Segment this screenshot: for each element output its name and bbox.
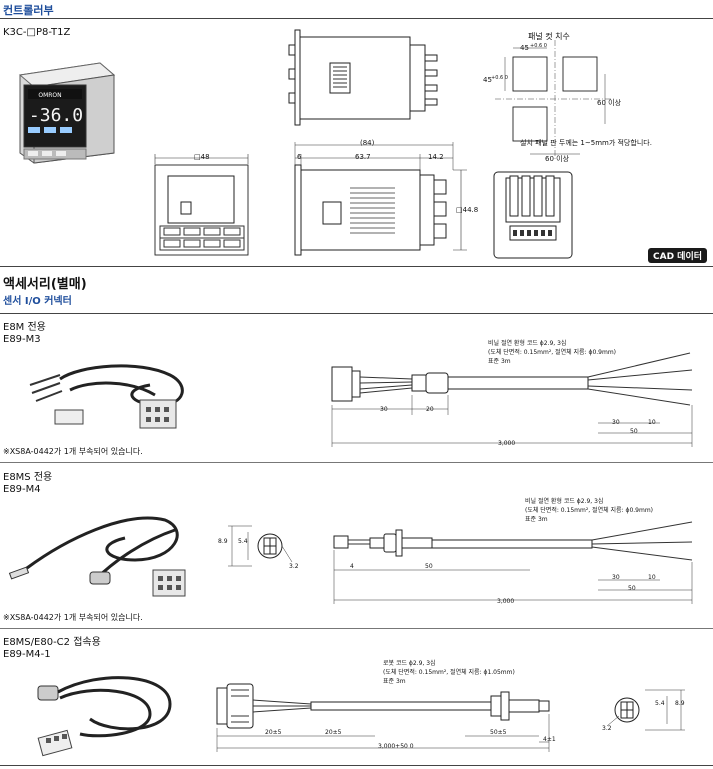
item2-dim-a: 4 [350,563,354,570]
item2-end-view [228,525,293,567]
item1-footnote: ※XS8A-0442가 1개 부속되어 있습니다. [3,447,143,456]
controller-photo: OMRON -36.0 [18,62,116,164]
controller-section-title: 컨트롤러부 [3,4,54,17]
item3-cable-note-line1: 로봇 코드 ϕ2.9, 3심 [383,660,436,667]
item3-photo [37,676,172,757]
panel-thickness-note: 설치 패널 판 두께는 1~5mm가 적당합니다. [520,139,652,147]
front-view-drawing [154,154,249,256]
panel-cut-height-tol: +0.6 0 [491,75,508,81]
item3-dim-b: 20±5 [325,729,342,736]
panel-gap-vertical: 60 이상 [597,99,622,107]
accessory-section-title: 액세서리(별매) [3,277,87,292]
panel-cut-width-tol: +0.6 0 [530,43,547,49]
cad-data-badge[interactable]: CAD 데이터 [648,248,708,263]
item1-dim-total: 3,000 [498,440,516,447]
item1-drawing [331,352,693,447]
item1-dim-b: 20 [426,406,434,413]
item2-end-s: 3.2 [289,563,299,570]
item2-cable-note-line2: (도체 단면적: 0.15mm², 절연체 지름: ϕ0.9mm) [525,507,654,514]
item2-usage: E8MS 전용 [3,472,53,483]
side-dim-total: (84) [360,139,375,147]
item1-cable-note-line2: (도체 단면적: 0.15mm², 절연체 지름: ϕ0.9mm) [488,349,617,356]
panel-cut-height: 45 [483,76,492,84]
item1-dim-a: 30 [380,406,388,413]
item1-dim-e: 50 [630,428,638,435]
top-view-drawing [288,29,438,126]
item2-drawing [333,521,693,604]
item2-dim-d: 10 [648,574,656,581]
item2-dim-e: 50 [628,585,636,592]
item2-cable-note-line3: 표준 3m [525,516,548,523]
item3-end-view [606,689,685,731]
item3-end-height: 8.9 [675,700,685,707]
item3-end-width: 5.4 [655,700,665,707]
item2-dim-b: 50 [425,563,433,570]
item3-dim-a: 20±5 [265,729,282,736]
accessory-section-subtitle: 센서 I/O 커넥터 [3,296,72,307]
item2-footnote: ※XS8A-0442가 1개 부속되어 있습니다. [3,613,143,622]
item3-cable-note-line3: 표준 3m [383,678,406,685]
brand-logo: OMRON [38,92,61,99]
panel-cut-title: 패널 컷 치수 [528,32,570,41]
item1-cable-note-line3: 표준 3m [488,358,511,365]
item3-dim-d: 4±1 [543,736,556,743]
item2-end-width: 5.4 [238,538,248,545]
panel-gap-horizontal: 60 이상 [545,155,570,163]
item1-dim-c: 30 [612,419,620,426]
item2-end-height: 8.9 [218,538,228,545]
item1-dim-d: 10 [648,419,656,426]
item2-dim-total: 3,000 [497,598,515,605]
display-readout: -36.0 [29,105,83,126]
item3-drawing [216,683,550,752]
item3-dim-c: 50±5 [490,729,507,736]
item1-cable-note-line1: 비닐 절연 환형 코드 ϕ2.9, 3심 [488,340,567,347]
item2-photo [8,516,186,597]
panel-cut-drawing [495,40,615,160]
item3-usage: E8MS/E80-C2 접속용 [3,637,101,648]
item2-cable-note-line1: 비닐 절연 환형 코드 ϕ2.9, 3심 [525,498,604,505]
item1-model: E89-M3 [3,334,41,345]
item1-usage: E8M 전용 [3,322,46,333]
controller-model: K3C-□P8-T1Z [3,27,71,38]
side-dim-height: □44.8 [456,206,479,214]
side-dim-d1: 6 [297,153,302,161]
item3-dim-total: 3,000+50 0 [378,743,414,750]
side-view-drawing [294,142,467,256]
item3-cable-note-line2: (도체 단면적: 0.15mm², 절연체 지름: ϕ1.05mm) [383,669,515,676]
item2-dim-c: 30 [612,574,620,581]
rear-view-drawing [493,171,573,259]
front-dim-label: □48 [194,153,210,161]
item1-photo [29,364,184,429]
side-dim-d3: 14.2 [428,153,444,161]
side-dim-d2: 63.7 [355,153,371,161]
item2-model: E89-M4 [3,484,41,495]
item3-end-s: 3.2 [602,725,612,732]
item3-model: E89-M4-1 [3,649,51,660]
